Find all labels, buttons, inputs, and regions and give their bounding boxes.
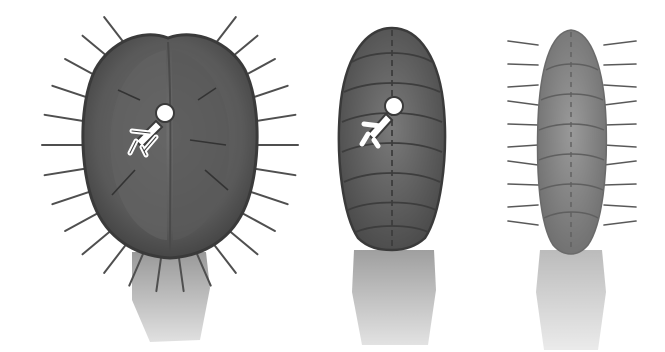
bristle bbox=[508, 41, 538, 45]
bristle bbox=[604, 221, 636, 225]
cilium bbox=[212, 242, 236, 273]
bristle bbox=[604, 205, 636, 207]
cilium bbox=[45, 115, 88, 122]
cilium bbox=[247, 191, 288, 205]
panel-closed-empty bbox=[508, 30, 636, 350]
cilium bbox=[45, 168, 88, 175]
panel-closed-digesting bbox=[339, 28, 445, 345]
bristle bbox=[508, 205, 538, 207]
cilium bbox=[52, 191, 93, 205]
bristle bbox=[508, 161, 538, 165]
bristle bbox=[604, 124, 636, 125]
bristle bbox=[604, 41, 636, 45]
bristle bbox=[508, 85, 538, 87]
bristle bbox=[508, 64, 538, 65]
cilium bbox=[252, 168, 295, 175]
cilium bbox=[252, 115, 295, 122]
petiole bbox=[132, 252, 210, 342]
cilium bbox=[104, 242, 128, 273]
bristle bbox=[604, 64, 636, 65]
panel-open-trap bbox=[42, 17, 298, 342]
bristle bbox=[604, 145, 636, 147]
bristle bbox=[604, 85, 636, 87]
bristle bbox=[604, 161, 636, 165]
bristle bbox=[604, 184, 636, 185]
bristle bbox=[508, 124, 538, 125]
petiole bbox=[352, 250, 436, 345]
bristle bbox=[508, 184, 538, 185]
bristle bbox=[604, 101, 636, 105]
petiole bbox=[536, 250, 606, 350]
bristle bbox=[508, 101, 538, 105]
bristle bbox=[508, 145, 538, 147]
bristle bbox=[508, 221, 538, 225]
